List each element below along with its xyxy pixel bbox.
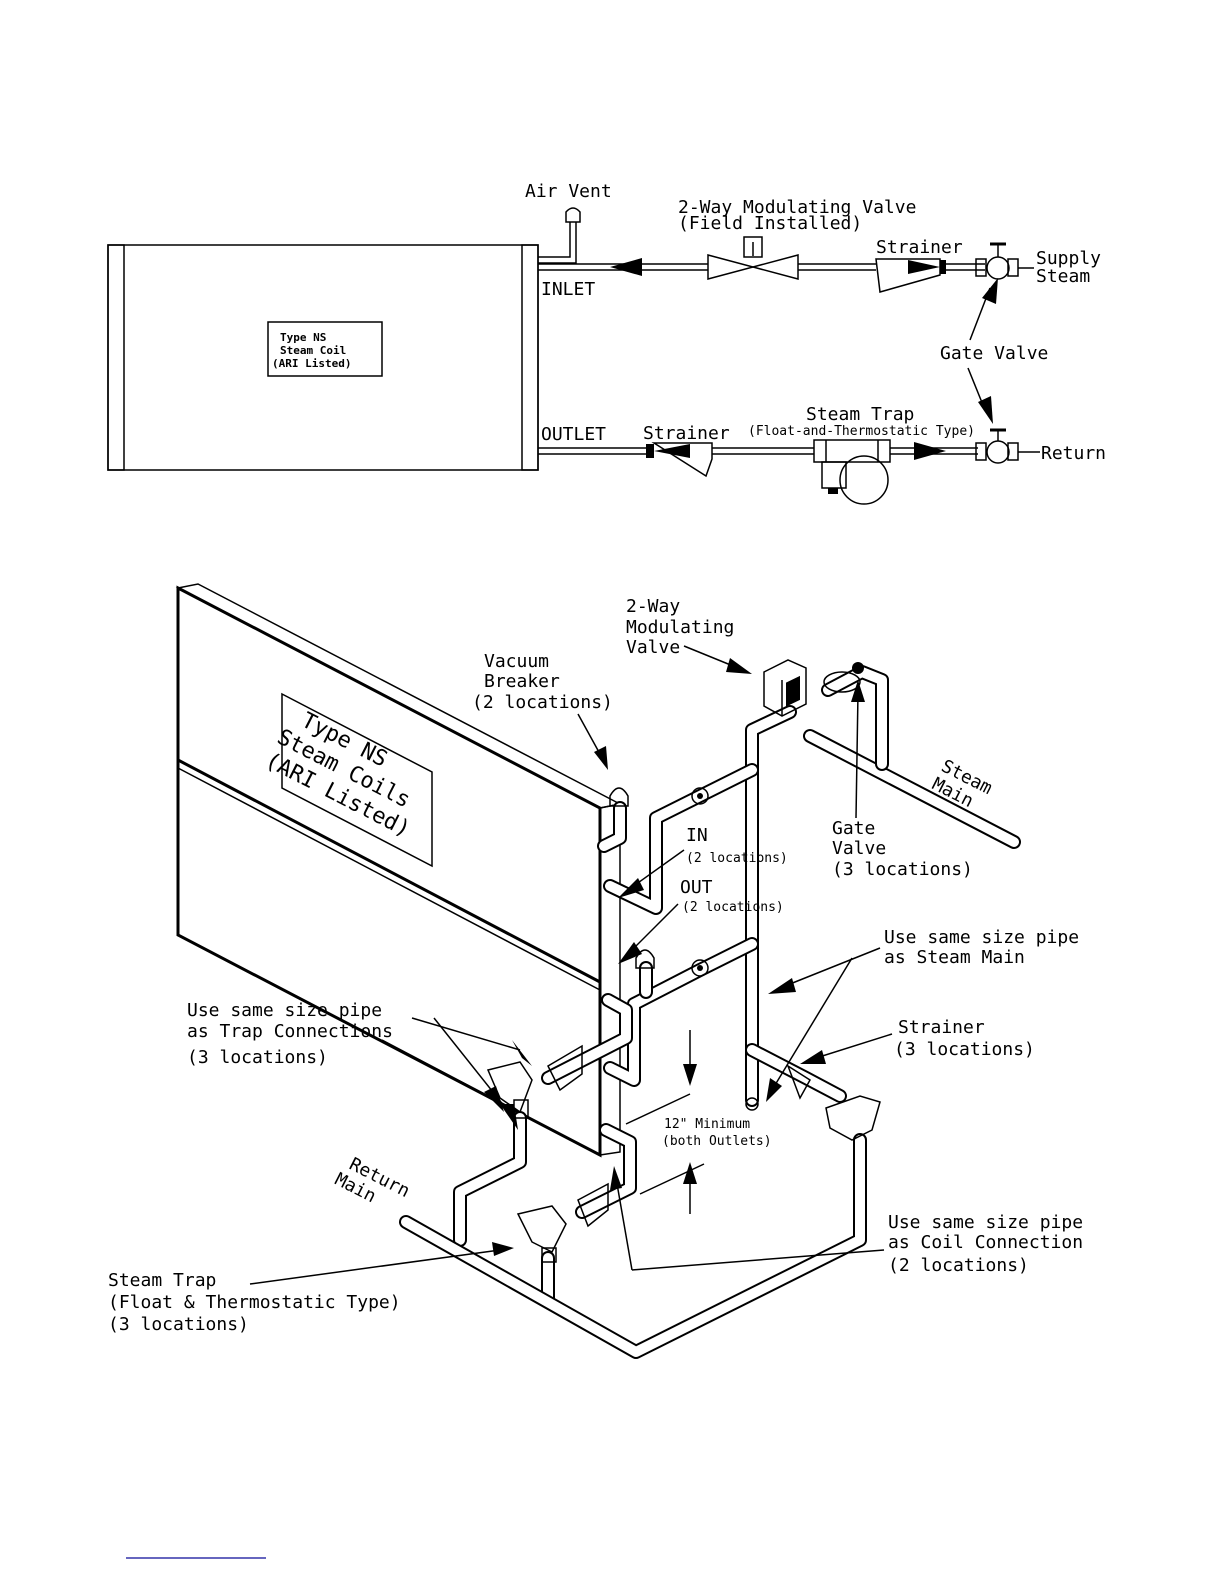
vacuum-breaker-label-line2: Breaker bbox=[484, 671, 560, 692]
iso-steam-trap-label-line1: Steam Trap bbox=[108, 1270, 216, 1291]
modulating-valve-label-line1: 2-Way Modulating Valve bbox=[678, 197, 916, 218]
iso-modulating-valve-label-line1: 2-Way bbox=[626, 596, 680, 617]
in-label-line2: (2 locations) bbox=[686, 851, 788, 866]
coil-label-line1: Type NS bbox=[280, 331, 326, 344]
iso-modulating-valve-label-line3: Valve bbox=[626, 637, 680, 658]
steam-main-size-arrows bbox=[766, 947, 881, 1102]
iso-gate-valve-label-line1: Gate bbox=[832, 818, 875, 839]
minimum-label-line2: (both Outlets) bbox=[662, 1134, 772, 1149]
inlet-line bbox=[538, 258, 985, 276]
vacuum-breaker-label-line1: Vacuum bbox=[484, 651, 549, 672]
trap-conn-label-line3: (3 locations) bbox=[187, 1047, 328, 1068]
coil-conn-label-line2: as Coil Connection bbox=[888, 1232, 1083, 1253]
strainer-top-label: Strainer bbox=[876, 237, 963, 258]
trap-conn-label-line2: as Trap Connections bbox=[187, 1021, 393, 1042]
supply-piping bbox=[603, 665, 889, 1111]
gate-valve-return-icon bbox=[975, 428, 1040, 464]
strainer-bottom-label: Strainer bbox=[643, 423, 730, 444]
supply-steam-label-line1: Supply bbox=[1036, 248, 1101, 269]
gate-valve-label: Gate Valve bbox=[940, 343, 1048, 364]
minimum-label-line1: 12" Minimum bbox=[664, 1117, 750, 1132]
modulating-valve-label-line2: (Field Installed) bbox=[678, 213, 862, 234]
iso-steam-trap-label-line2: (Float & Thermostatic Type) bbox=[108, 1292, 401, 1313]
outlet-line bbox=[538, 442, 978, 460]
inlet-label: INLET bbox=[541, 279, 595, 300]
strainer-bottom-icon bbox=[646, 442, 713, 478]
steam-main-pipe bbox=[803, 729, 1021, 849]
vacuum-breaker-icons bbox=[597, 787, 655, 999]
in-label-line1: IN bbox=[686, 825, 708, 846]
iso-gate-valve-label-line2: Valve bbox=[832, 838, 886, 859]
coil-conn-arrows bbox=[610, 1166, 885, 1271]
iso-modulating-valve-icon bbox=[763, 659, 864, 717]
steam-main-size-label-line2: as Steam Main bbox=[884, 947, 1025, 968]
iso-modulating-valve-label-line2: Modulating bbox=[626, 617, 734, 638]
outlet-label: OUTLET bbox=[541, 424, 606, 445]
steam-coil-front: Type NS Steam Coil (ARI Listed) bbox=[107, 244, 539, 471]
coil-label-line3: (ARI Listed) bbox=[272, 357, 351, 370]
iso-strainer-icons bbox=[547, 1044, 811, 1228]
gate-valve-arrows bbox=[967, 278, 998, 424]
out-label-line1: OUT bbox=[680, 877, 713, 898]
coil-label-line2: Steam Coil bbox=[280, 344, 346, 357]
isometric-piping: Type NS Steam Coils (ARI Listed) Steam M… bbox=[108, 583, 1083, 1359]
minimum-dimension bbox=[625, 1030, 705, 1214]
coil-conn-label-line1: Use same size pipe bbox=[888, 1212, 1083, 1233]
iso-steam-trap-label-line3: (3 locations) bbox=[108, 1314, 249, 1335]
top-schematic: Type NS Steam Coil (ARI Listed) Air Vent… bbox=[107, 181, 1106, 505]
trap-conn-label-line1: Use same size pipe bbox=[187, 1000, 382, 1021]
air-vent-label: Air Vent bbox=[525, 181, 612, 202]
iso-gate-valves bbox=[691, 787, 709, 977]
modulating-valve-icon bbox=[707, 236, 799, 280]
steam-trap-top-label-line2: (Float-and-Thermostatic Type) bbox=[748, 424, 975, 439]
steam-trap-top-label-line1: Steam Trap bbox=[806, 404, 914, 425]
iso-strainer-label-line1: Strainer bbox=[898, 1017, 985, 1038]
gate-valve-supply-icon bbox=[975, 242, 1034, 280]
trap-conn-arrows bbox=[381, 1017, 532, 1130]
out-label-line2: (2 locations) bbox=[682, 900, 784, 915]
return-label: Return bbox=[1041, 443, 1106, 464]
supply-steam-label-line2: Steam bbox=[1036, 266, 1090, 287]
vacuum-breaker-label-line3: (2 locations) bbox=[472, 692, 613, 713]
strainer-top-icon bbox=[875, 258, 946, 293]
coil-conn-label-line3: (2 locations) bbox=[888, 1255, 1029, 1276]
steam-trap-top-icon bbox=[813, 439, 891, 505]
steam-main-size-label-line1: Use same size pipe bbox=[884, 927, 1079, 948]
air-vent-icon bbox=[538, 207, 581, 264]
iso-strainer-label-line2: (3 locations) bbox=[894, 1039, 1035, 1060]
iso-gate-valve-label-line3: (3 locations) bbox=[832, 859, 973, 880]
